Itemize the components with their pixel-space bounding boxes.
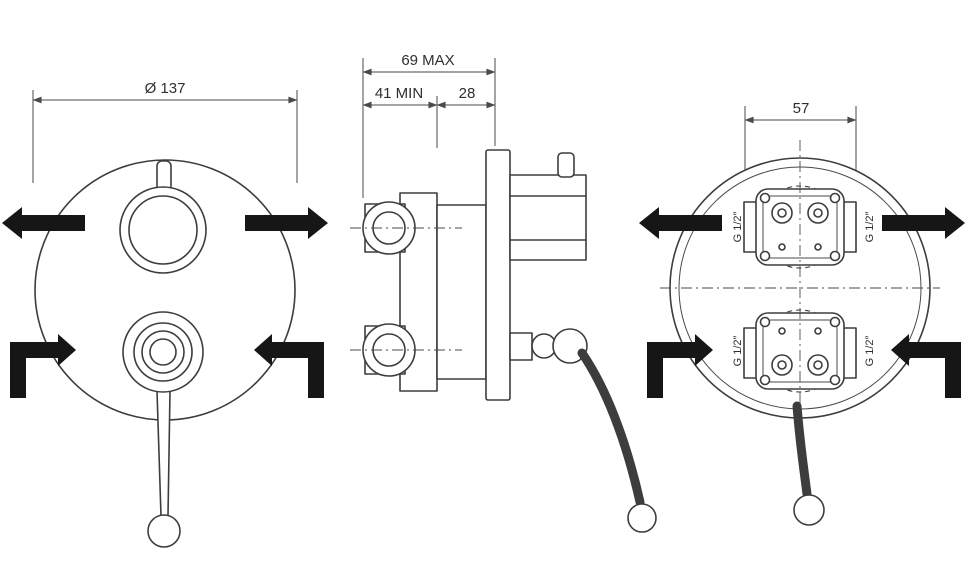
side-view: 69 MAX 41 MIN 28 [350,52,657,533]
side-wall-plate [485,149,511,401]
rear-width-dimension: 57 [744,100,857,182]
side-handle [509,328,657,533]
rear-lever [792,401,825,526]
side-max-depth-label: 69 MAX [401,52,454,69]
rear-lever-ball [793,494,825,526]
front-view: Ø 137 [2,80,328,548]
front-diameter-label: Ø 137 [145,80,186,97]
side-plate-offset-label: 28 [459,85,476,102]
rear-connection-label-bottom-right: G 1/2″ [864,336,876,367]
side-cartridge [509,152,587,261]
rear-view: 57 [639,100,965,526]
front-diameter-dimension: Ø 137 [32,80,298,183]
side-stem [557,152,575,178]
front-volume-knob [122,311,204,393]
rear-connection-label-bottom-left: G 1/2″ [732,336,744,367]
rear-connection-label-top-left: G 1/2″ [732,212,744,243]
front-lever [147,390,181,548]
side-dimensions: 69 MAX 41 MIN 28 [362,52,496,198]
side-valve-body [350,149,657,533]
rear-connection-labels: G 1/2″ G 1/2″ G 1/2″ G 1/2″ [732,212,876,367]
front-lever-ball [147,514,181,548]
side-lever-ball [627,503,657,533]
side-min-depth-label: 41 MIN [375,85,423,102]
rear-connection-label-top-right: G 1/2″ [864,212,876,243]
front-thermostat-knob [119,186,207,274]
rear-width-label: 57 [793,100,810,117]
